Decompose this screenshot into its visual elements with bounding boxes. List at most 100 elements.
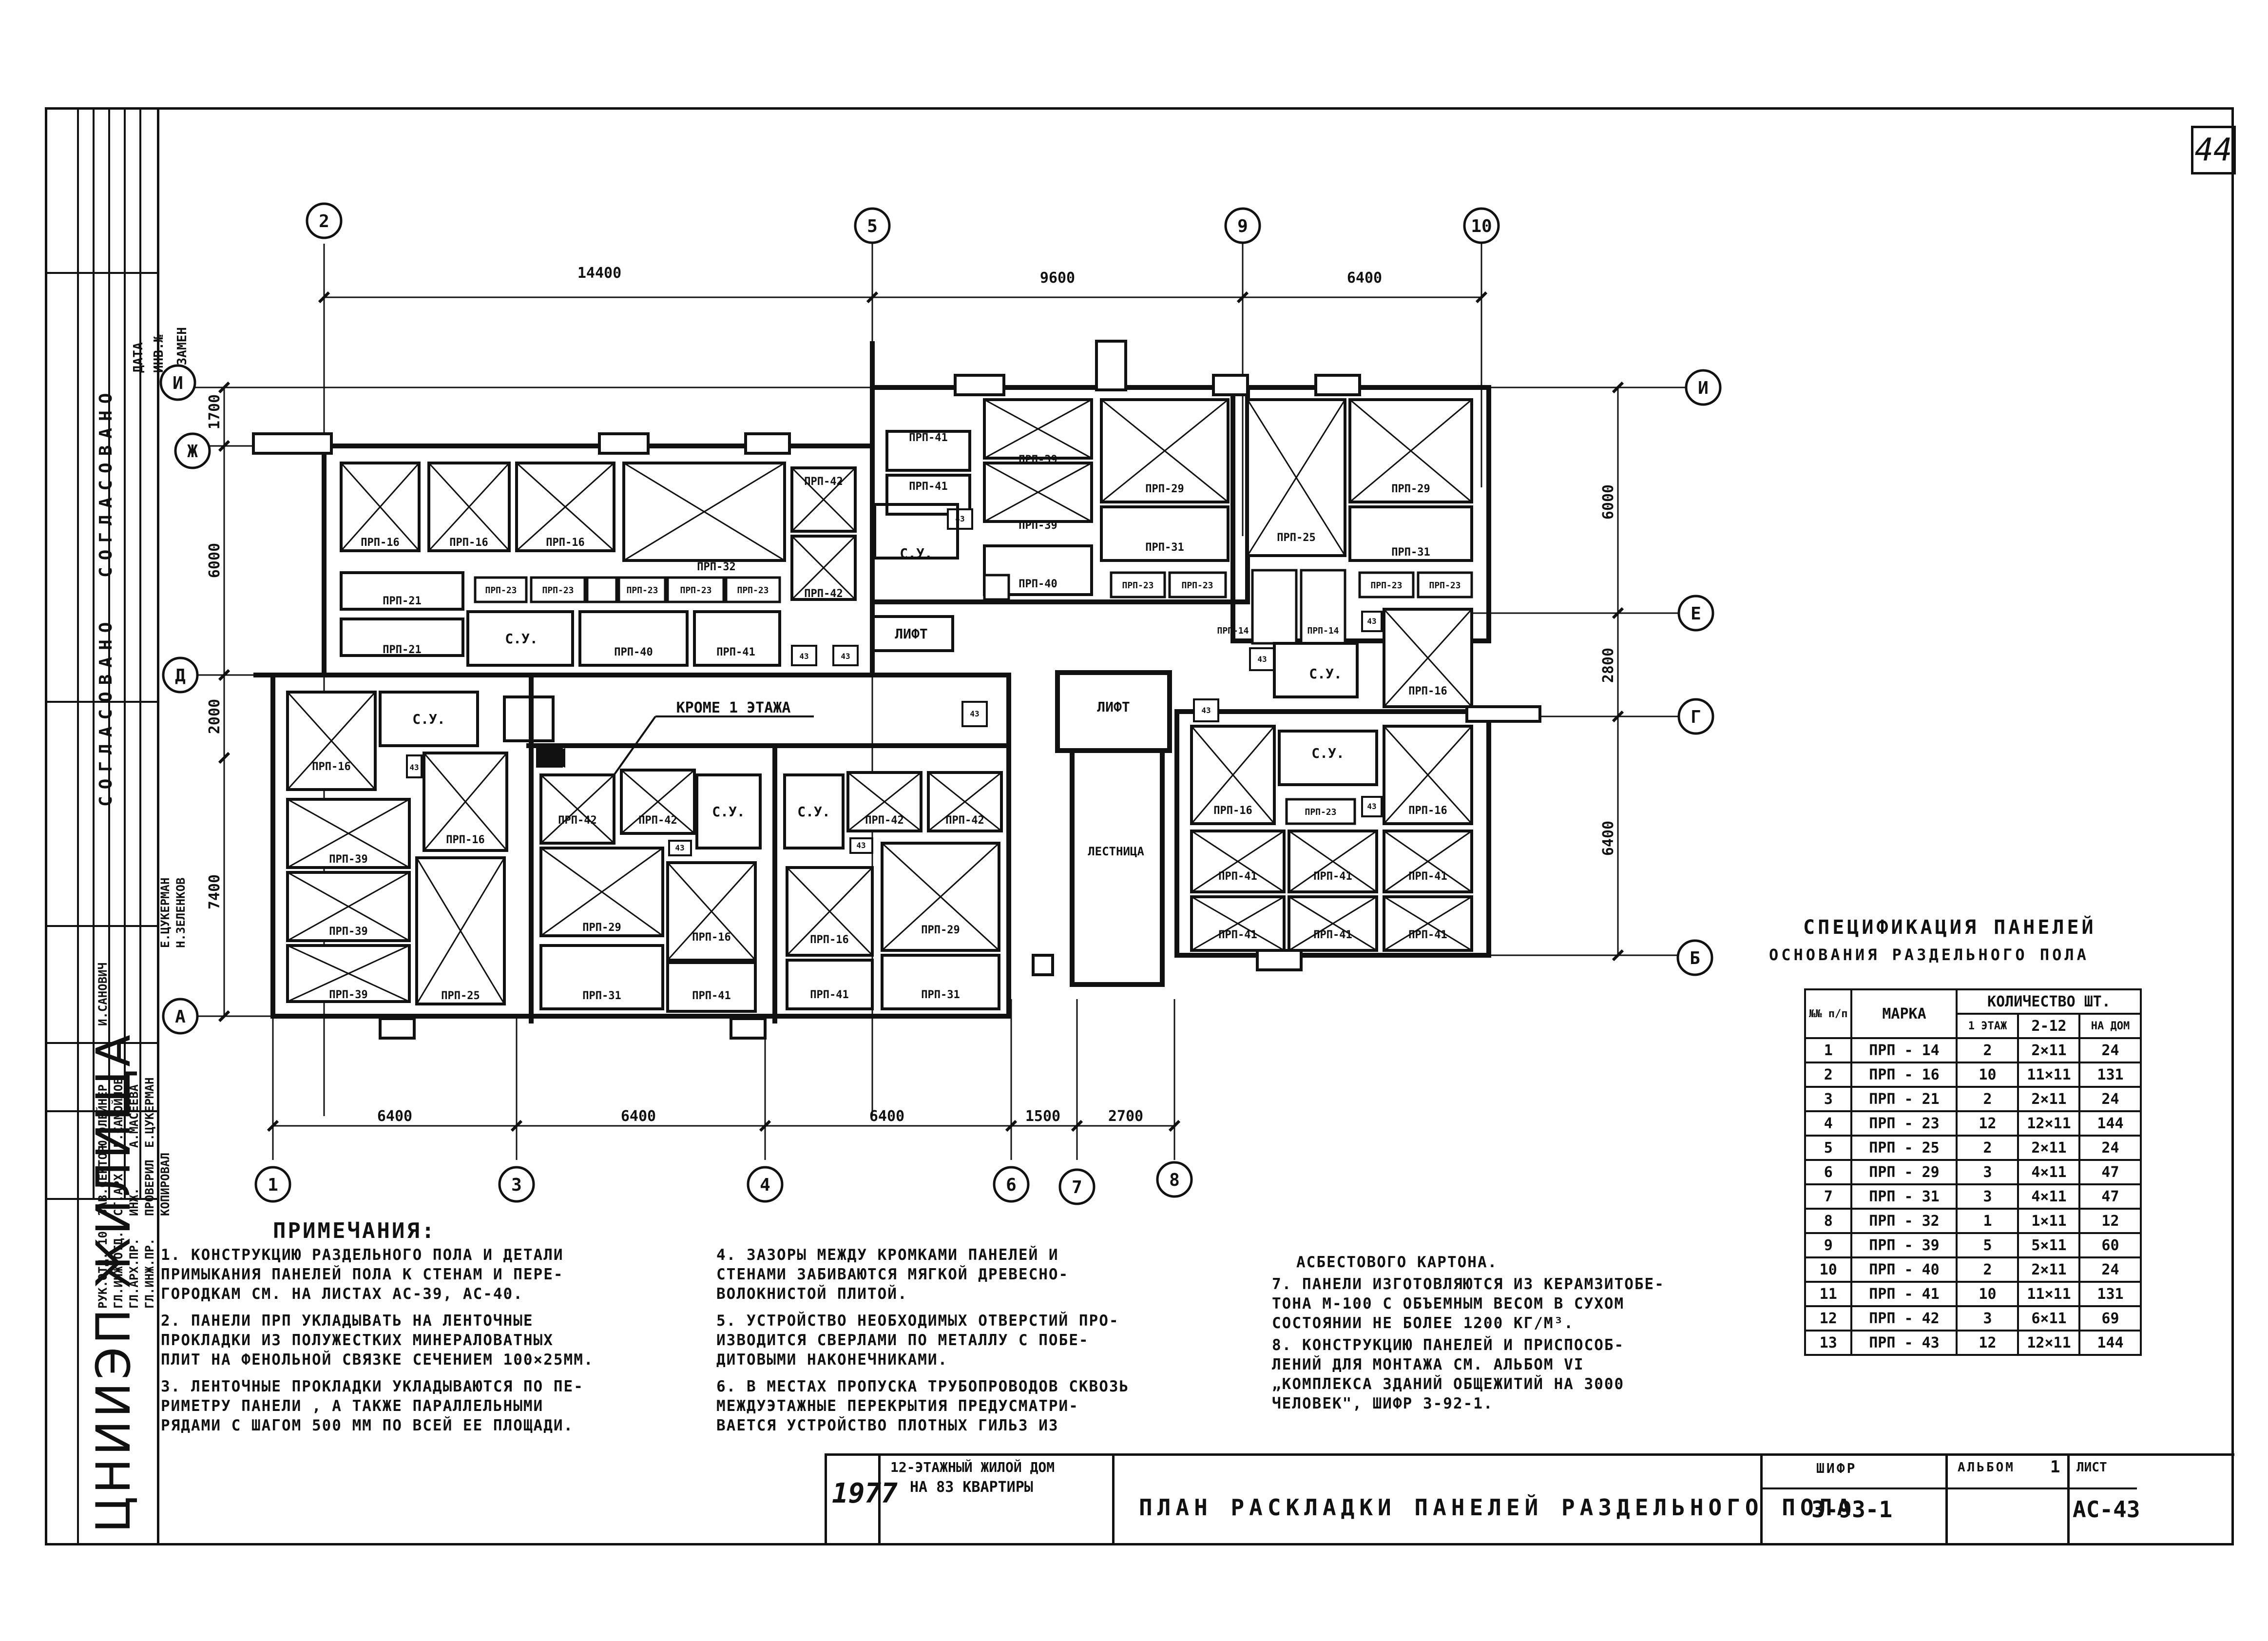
label-p14: ПРП-14 xyxy=(1307,626,1339,636)
label-p42: ПРП-42 xyxy=(945,814,984,827)
axis-left-I: И xyxy=(173,373,183,393)
label-p23: ПРП-23 xyxy=(1181,580,1213,591)
spec-header-qty: КОЛИЧЕСТВО ШТ. xyxy=(1956,988,2142,1015)
dim-top-1: 14400 xyxy=(577,265,621,282)
tb-cipher-label: ШИФР xyxy=(1816,1460,1857,1476)
axis-right-E: Е xyxy=(1691,604,1701,624)
note-3: 3. ЛЕНТОЧНЫЕ ПРОКЛАДКИ УКЛАДЫВАЮТСЯ ПО П… xyxy=(161,1378,584,1434)
label-p43: 43 xyxy=(1367,617,1376,626)
label-p43: 43 xyxy=(799,652,808,661)
label-p21: ПРП-21 xyxy=(383,595,421,607)
tb-cipher: 3-93-1 xyxy=(1811,1496,1893,1523)
room-su-6: С.У. xyxy=(1309,666,1342,682)
axis-top-10: 10 xyxy=(1471,216,1492,236)
label-p43: 43 xyxy=(1201,706,1211,715)
axis-right-G: Г xyxy=(1691,707,1701,727)
label-p39: ПРП-39 xyxy=(1019,520,1057,532)
label-p14: ПРП-14 xyxy=(1217,626,1249,636)
label-p23: ПРП-23 xyxy=(737,585,769,596)
tb-year: 1977 xyxy=(832,1478,898,1509)
label-p16: ПРП-16 xyxy=(692,931,730,944)
label-p16: ПРП-16 xyxy=(1213,805,1252,817)
label-p25: ПРП-25 xyxy=(441,990,480,1002)
spec-table: №№ п/п МАРКА КОЛИЧЕСТВО ШТ. 1 ЭТАЖ 2-12 … xyxy=(1804,988,2142,1356)
label-p16: ПРП-16 xyxy=(361,537,399,549)
label-p41: ПРП-41 xyxy=(810,989,848,1001)
dim-bottom-4: 1500 xyxy=(1025,1108,1060,1125)
dim-left-4: 7400 xyxy=(206,874,223,909)
label-p41: ПРП-41 xyxy=(1408,870,1447,883)
note-6-cont: АСБЕСТОВОГО КАРТОНА. xyxy=(1296,1254,1498,1271)
label-p40: ПРП-40 xyxy=(614,646,653,658)
label-p16: ПРП-16 xyxy=(810,934,848,946)
label-p29: ПРП-29 xyxy=(1391,483,1430,495)
tb-sheet-label: ЛИСТ xyxy=(2076,1460,2107,1475)
room-su-7: С.У. xyxy=(1311,745,1344,761)
label-p29: ПРП-29 xyxy=(1145,483,1184,495)
label-p21: ПРП-21 xyxy=(383,644,421,656)
label-p29: ПРП-29 xyxy=(921,924,960,936)
label-p43: 43 xyxy=(409,763,419,772)
label-p39: ПРП-39 xyxy=(329,853,367,866)
axis-top-2: 2 xyxy=(319,212,329,232)
label-p16: ПРП-16 xyxy=(449,537,488,549)
tb-album-label: АЛЬБОМ xyxy=(1958,1460,2015,1475)
spec-title-2: ОСНОВАНИЯ РАЗДЕЛЬНОГО ПОЛА xyxy=(1769,946,2089,964)
label-p41: ПРП-41 xyxy=(1313,929,1352,941)
dim-top-3: 6400 xyxy=(1347,270,1382,287)
note-5: 5. УСТРОЙСТВО НЕОБХОДИМЫХ ОТВЕРСТИЙ ПРО-… xyxy=(716,1312,1119,1369)
room-su-2: С.У. xyxy=(412,711,445,727)
axis-left-D: Д xyxy=(175,666,186,686)
axis-top-9: 9 xyxy=(1237,216,1248,236)
title-block: 1977 12-ЭТАЖНЫЙ ЖИЛОЙ ДОМ НА 83 КВАРТИРЫ… xyxy=(825,1453,2234,1545)
side-stamp: ЦНИИЭП ЖИЛИЩА СОГЛАСОВАНО СОГЛАСОВАНО ДА… xyxy=(45,107,190,1545)
label-p42: ПРП-42 xyxy=(865,814,903,827)
dim-left-1: 1700 xyxy=(206,394,223,429)
spec-title-1: СПЕЦИФИКАЦИЯ ПАНЕЛЕЙ xyxy=(1803,916,2096,939)
label-p41: ПРП-41 xyxy=(1313,870,1352,883)
label-p25: ПРП-25 xyxy=(1277,532,1315,544)
spec-header-q1: 1 ЭТАЖ xyxy=(1956,1013,2019,1039)
label-p41: ПРП-41 xyxy=(1218,929,1257,941)
label-p16: ПРП-16 xyxy=(1408,805,1447,817)
tb-sheet-title: ПЛАН РАСКЛАДКИ ПАНЕЛЕЙ РАЗДЕЛЬНОГО ПОЛА xyxy=(1139,1494,1856,1521)
label-p23: ПРП-23 xyxy=(1305,807,1336,817)
axis-top-5: 5 xyxy=(867,216,878,236)
axis-bottom-3: 3 xyxy=(511,1175,522,1195)
label-p16: ПРП-16 xyxy=(1408,685,1447,697)
room-stair: ЛЕСТНИЦА xyxy=(1088,845,1144,858)
axis-bottom-7: 7 xyxy=(1072,1178,1082,1197)
tb-sheet: АС-43 xyxy=(2073,1496,2140,1523)
axis-bottom-8: 8 xyxy=(1169,1170,1180,1190)
axis-right-B: Б xyxy=(1690,948,1700,968)
label-p41: ПРП-41 xyxy=(1408,929,1447,941)
label-p42: ПРП-42 xyxy=(804,476,843,488)
label-p40: ПРП-40 xyxy=(1019,578,1057,590)
label-p29: ПРП-29 xyxy=(582,922,621,934)
notes-title: ПРИМЕЧАНИЯ: xyxy=(273,1218,437,1243)
label-p43: 43 xyxy=(841,652,850,661)
room-su-1: С.У. xyxy=(505,631,538,647)
label-p31: ПРП-31 xyxy=(582,990,621,1002)
label-p31: ПРП-31 xyxy=(921,989,960,1001)
label-p41: ПРП-41 xyxy=(692,990,730,1002)
label-p23: ПРП-23 xyxy=(1122,580,1153,591)
axis-left-Zh: Ж xyxy=(187,442,198,462)
room-su-5: С.У. xyxy=(900,545,932,561)
tb-year-cell: 1977 xyxy=(825,1453,898,1545)
label-p43: 43 xyxy=(856,841,865,850)
label-p39: ПРП-39 xyxy=(329,926,367,938)
note-4: 4. ЗАЗОРЫ МЕЖДУ КРОМКАМИ ПАНЕЛЕЙ И СТЕНА… xyxy=(716,1246,1069,1303)
label-p41: ПРП-41 xyxy=(909,481,947,493)
except-note: КРОМЕ 1 ЭТАЖА xyxy=(676,699,791,716)
label-p23: ПРП-23 xyxy=(485,585,517,596)
note-8: 8. КОНСТРУКЦИЮ ПАНЕЛЕЙ И ПРИСПОСОБ- ЛЕНИ… xyxy=(1272,1336,1625,1412)
label-p16: ПРП-16 xyxy=(446,834,484,846)
label-p42: ПРП-42 xyxy=(804,588,843,600)
